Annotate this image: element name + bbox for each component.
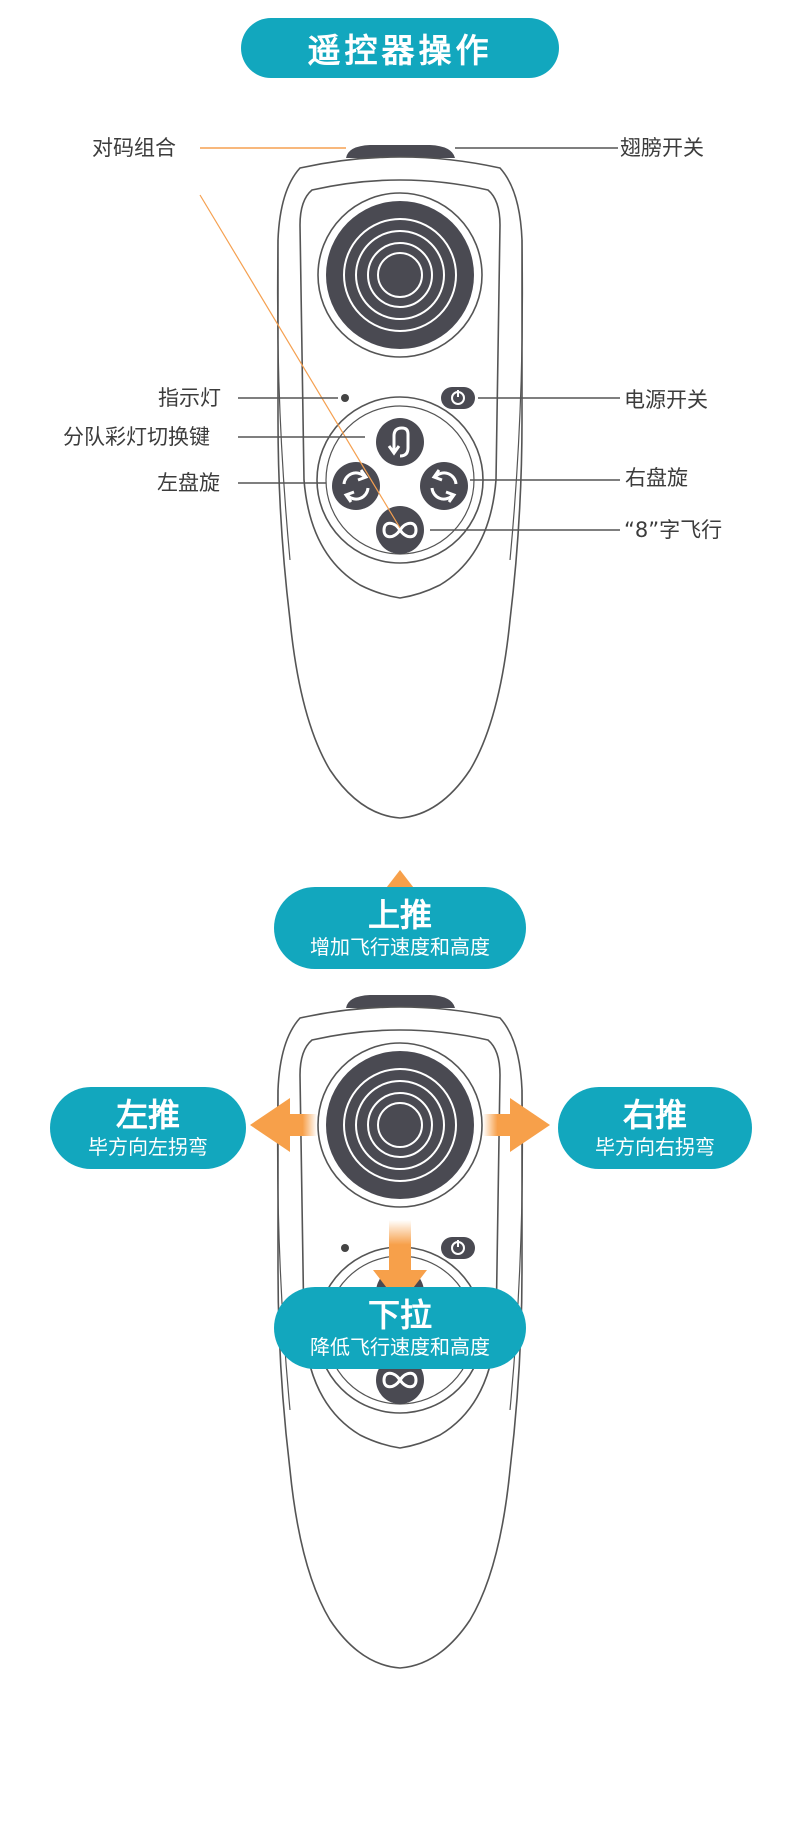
move-down-title: 下拉 <box>367 1296 432 1334</box>
move-left-card: 左推 毕方向左拐弯 <box>50 1087 246 1169</box>
move-down-card: 下拉 降低飞行速度和高度 <box>274 1287 526 1369</box>
joystick <box>317 192 483 358</box>
remote-diagram <box>199 145 620 819</box>
move-right-desc: 毕方向右拐弯 <box>595 1135 715 1159</box>
label-left-spin: 左盘旋 <box>157 471 220 495</box>
move-right-card: 右推 毕方向右拐弯 <box>558 1087 752 1169</box>
wing-switch <box>346 145 455 158</box>
page-title: 遥控器操作 <box>241 18 559 78</box>
power-button <box>441 387 475 409</box>
move-up-card: 上推 增加飞行速度和高度 <box>274 887 526 969</box>
right-spin-button <box>420 462 468 510</box>
label-pairing: 对码组合 <box>92 136 176 160</box>
arrow-left-icon <box>250 1098 317 1152</box>
move-left-title: 左推 <box>115 1096 180 1134</box>
label-team-light: 分队彩灯切换键 <box>63 425 210 449</box>
move-up-desc: 增加飞行速度和高度 <box>310 935 490 959</box>
label-power: 电源开关 <box>624 388 708 412</box>
label-indicator: 指示灯 <box>158 386 221 410</box>
label-right-spin: 右盘旋 <box>625 466 688 490</box>
move-up-title: 上推 <box>367 896 432 934</box>
team-light-button <box>376 418 424 466</box>
label-wings: 翅膀开关 <box>620 136 704 160</box>
label-figure8: “8”字飞行 <box>624 518 723 542</box>
move-left-desc: 毕方向左拐弯 <box>88 1135 208 1159</box>
indicator-dot <box>341 394 349 402</box>
figure8-button <box>376 506 424 554</box>
move-right-title: 右推 <box>622 1096 687 1134</box>
arrow-right-icon <box>483 1098 550 1152</box>
move-down-desc: 降低飞行速度和高度 <box>310 1335 490 1359</box>
